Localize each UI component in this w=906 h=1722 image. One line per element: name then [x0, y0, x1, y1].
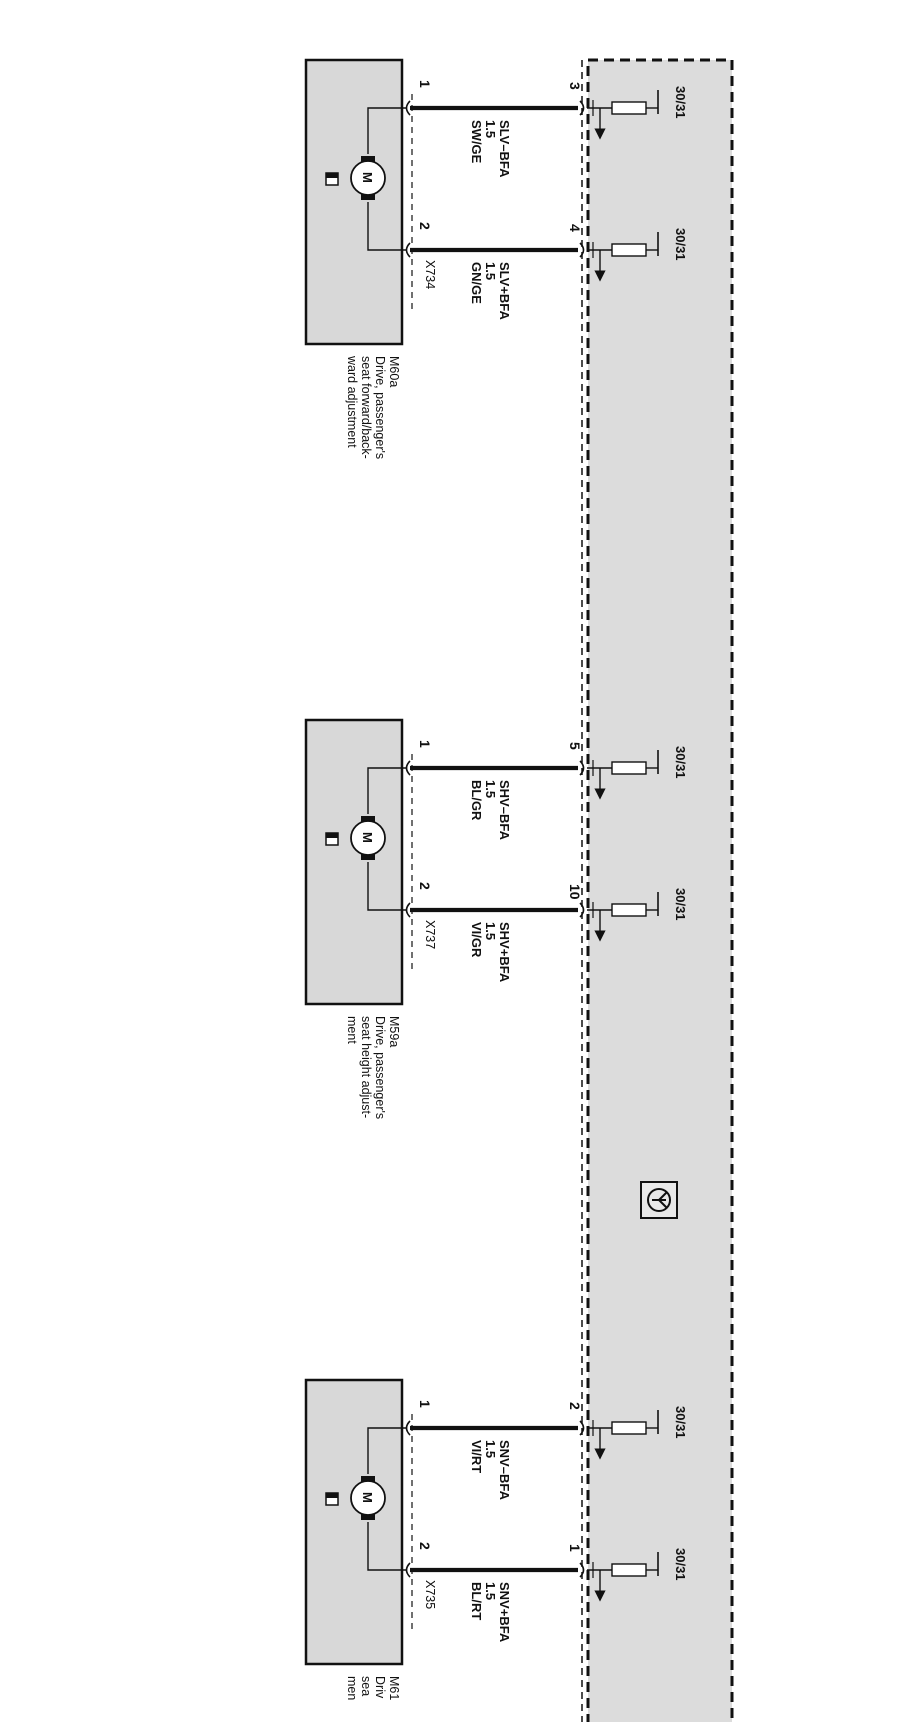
ground-symbol-icon	[640, 1181, 678, 1219]
wire-signal-label: SLV–BFA	[497, 120, 512, 178]
wire-signal-label: SHV+BFA	[497, 922, 512, 983]
wire-gauge-label: 1.5	[483, 262, 498, 280]
motor-terminal-icon	[405, 1562, 411, 1578]
wire-gauge-label: 1.5	[483, 120, 498, 138]
module-terminal-icon	[579, 242, 585, 258]
component-description: ward adjustment	[345, 355, 359, 448]
motor-icon	[350, 160, 386, 196]
resistor-icon	[611, 101, 647, 115]
module-terminal-icon	[579, 100, 585, 116]
module-pin-label: 5	[567, 742, 583, 750]
wire-color-label: VI/GR	[469, 922, 484, 958]
wire-signal-label: SNV+BFA	[497, 1582, 512, 1643]
component-description: seat height adjust-	[359, 1016, 373, 1118]
terminal-block-icon	[326, 1493, 338, 1498]
motor-terminal-icon	[405, 760, 411, 776]
wire-color-label: VI/RT	[469, 1440, 484, 1473]
motor-lead-1	[367, 107, 406, 154]
motor-pin-label: 2	[417, 222, 433, 230]
resistor-icon	[611, 1421, 647, 1435]
fuse-label: 30/31	[673, 888, 688, 921]
motor-pin-label: 1	[417, 740, 433, 748]
motor-brush-icon	[361, 816, 375, 822]
wire-gauge-label: 1.5	[483, 922, 498, 940]
fuse-label: 30/31	[673, 1548, 688, 1581]
motor-terminal-icon	[405, 242, 411, 258]
motor-housing	[304, 1378, 404, 1666]
wire-color-label: SW/GE	[469, 120, 484, 164]
wire-color-label: BL/GR	[469, 780, 484, 821]
motor-housing	[304, 718, 404, 1006]
component-code: M61	[387, 1676, 401, 1700]
motor-housing	[304, 58, 404, 346]
module-pin-label: 4	[567, 224, 583, 232]
wire-signal-label: SNV–BFA	[497, 1440, 512, 1501]
motor-brush-icon	[361, 1514, 375, 1520]
motor-icon	[350, 1480, 386, 1516]
module-terminal-icon	[579, 1562, 585, 1578]
motor-pin-label: 1	[417, 80, 433, 88]
module-pin-label: 10	[567, 884, 583, 900]
component-description: Driv	[373, 1676, 387, 1699]
motor-icon	[350, 820, 386, 856]
control-module	[586, 58, 734, 1722]
motor-pin-label: 1	[417, 1400, 433, 1408]
wire-signal-label: SHV–BFA	[497, 780, 512, 841]
fuse-label: 30/31	[673, 1406, 688, 1439]
module-pin-label: 1	[567, 1544, 583, 1552]
resistor-icon	[611, 761, 647, 775]
fuse-label: 30/31	[673, 746, 688, 779]
wire-color-label: BL/RT	[469, 1582, 484, 1620]
module-terminal-icon	[579, 1420, 585, 1436]
fuse-label: 30/31	[673, 228, 688, 261]
resistor-icon	[611, 1563, 647, 1577]
motor-symbol-label: M	[360, 172, 375, 183]
component-description: Drive, passenger's	[373, 1016, 387, 1119]
component-code: M59a	[387, 1016, 401, 1047]
motor-lead-2	[367, 202, 406, 251]
component-description: seat forward/back-	[359, 356, 373, 459]
motor-terminal-icon	[405, 902, 411, 918]
motor-symbol-label: M	[360, 832, 375, 843]
motor-symbol-label: M	[360, 1492, 375, 1503]
module-pin-label: 2	[567, 1402, 583, 1410]
module-terminal-icon	[579, 760, 585, 776]
motor-brush-icon	[361, 156, 375, 162]
terminal-block-icon	[326, 833, 338, 838]
motor-lead-2	[367, 862, 406, 911]
connector-label: X735	[423, 1580, 437, 1609]
connector-label: X737	[423, 920, 437, 949]
motor-pin-label: 2	[417, 1542, 433, 1550]
wire-signal-label: SLV+BFA	[497, 262, 512, 321]
component-description: men	[345, 1676, 359, 1700]
wire-gauge-label: 1.5	[483, 780, 498, 798]
motor-lead-1	[367, 1427, 406, 1474]
wire-color-label: GN/GE	[469, 262, 484, 304]
motor-lead-2	[367, 1522, 406, 1571]
motor-terminal-icon	[405, 100, 411, 116]
motor-pin-label: 2	[417, 882, 433, 890]
module-pin-label: 3	[567, 82, 583, 90]
motor-brush-icon	[361, 194, 375, 200]
component-code: M60a	[387, 356, 401, 387]
terminal-block-icon	[326, 173, 338, 178]
connector-label: X734	[423, 260, 437, 289]
component-description: sea	[359, 1676, 373, 1696]
fuse-label: 30/31	[673, 86, 688, 119]
motor-lead-1	[367, 767, 406, 814]
resistor-icon	[611, 243, 647, 257]
wire-gauge-label: 1.5	[483, 1440, 498, 1458]
component-description: ment	[345, 1016, 359, 1044]
motor-brush-icon	[361, 1476, 375, 1482]
motor-brush-icon	[361, 854, 375, 860]
motor-terminal-icon	[405, 1420, 411, 1436]
wire-gauge-label: 1.5	[483, 1582, 498, 1600]
resistor-icon	[611, 903, 647, 917]
module-terminal-icon	[579, 902, 585, 918]
component-description: Drive, passenger's	[373, 356, 387, 459]
